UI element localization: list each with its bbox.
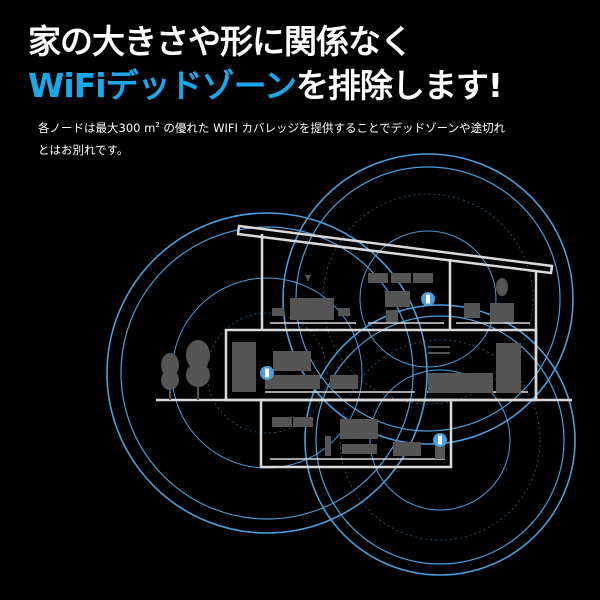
description-part-2: の優れた WIFI カバレッジを提供することでデッドゾーンや途切れとはお別れです… bbox=[38, 120, 506, 157]
roof bbox=[236, 224, 554, 275]
mesh-node-icon bbox=[421, 292, 435, 306]
headline-rest: を排除します! bbox=[295, 66, 503, 105]
mesh-node-icon bbox=[260, 366, 274, 380]
description: 各ノードは最大300 m2 の優れた WIFI カバレッジを提供することでデッド… bbox=[38, 114, 508, 161]
headline: 家の大きさや形に関係なく WiFiデッドゾーンを排除します! bbox=[28, 20, 503, 108]
headline-line-1: 家の大きさや形に関係なく bbox=[28, 22, 413, 61]
description-superscript: 2 bbox=[155, 121, 160, 129]
mesh-node-icon bbox=[433, 433, 447, 447]
headline-line-2: WiFiデッドゾーンを排除します! bbox=[28, 64, 503, 108]
mesh-nodes bbox=[260, 292, 447, 447]
headline-accent: WiFiデッドゾーン bbox=[28, 66, 297, 105]
description-part-1: 各ノードは最大300 m bbox=[38, 120, 156, 135]
house-outline bbox=[156, 224, 572, 469]
furniture bbox=[161, 273, 521, 459]
